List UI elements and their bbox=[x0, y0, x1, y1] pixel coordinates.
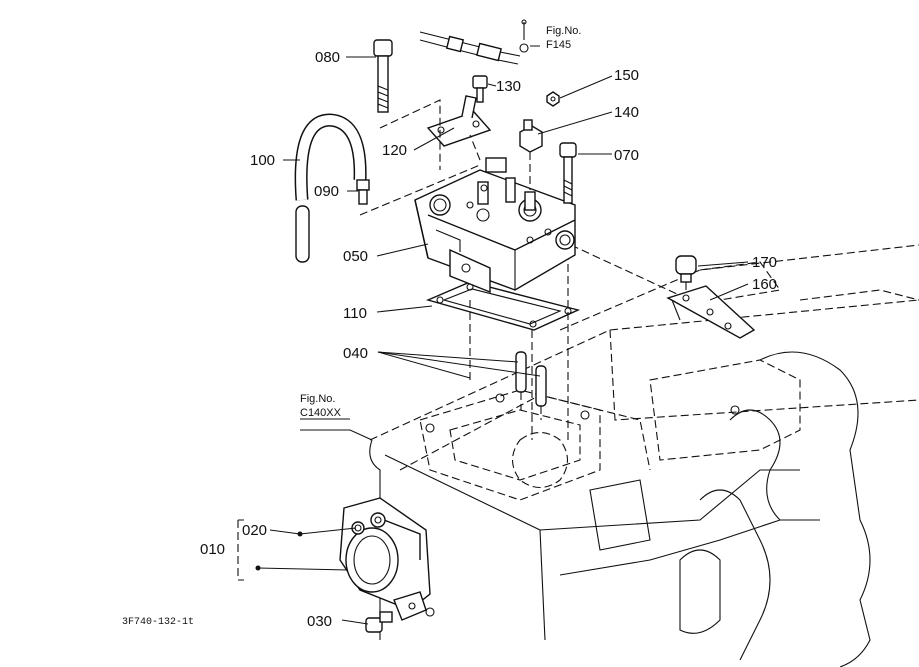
label-070: 070 bbox=[614, 147, 639, 164]
fig-ref-top-line2: F145 bbox=[546, 39, 571, 51]
label-030: 030 bbox=[307, 613, 332, 630]
switch-140 bbox=[519, 119, 543, 190]
label-020: 020 bbox=[242, 522, 267, 539]
label-040: 040 bbox=[343, 345, 368, 362]
pins-040 bbox=[515, 351, 547, 420]
label-150: 150 bbox=[614, 67, 639, 84]
label-050: 050 bbox=[343, 248, 368, 265]
label-110: 110 bbox=[343, 305, 367, 322]
housing-010 bbox=[339, 497, 431, 621]
label-090: 090 bbox=[314, 183, 339, 200]
bolt-070 bbox=[559, 142, 577, 204]
fig-ref-side-line2: C140XX bbox=[300, 407, 342, 419]
label-130: 130 bbox=[496, 78, 521, 95]
fig-ref-top-line1: Fig.No. bbox=[546, 25, 581, 37]
callout-labels: 080 130 150 140 120 100 090 070 050 170 … bbox=[200, 49, 777, 630]
cable-assembly bbox=[419, 19, 529, 65]
label-120: 120 bbox=[382, 142, 407, 159]
bolt-130 bbox=[472, 75, 488, 103]
bolt-030 bbox=[365, 611, 393, 633]
hose-100 bbox=[294, 113, 367, 263]
bolt-080 bbox=[373, 39, 393, 113]
alignment-box bbox=[359, 99, 481, 216]
label-080: 080 bbox=[315, 49, 340, 66]
label-100: 100 bbox=[250, 152, 275, 169]
label-160: 160 bbox=[752, 276, 777, 293]
assembly-lines bbox=[469, 239, 691, 440]
figure-references: Fig.No. F145 Fig.No. C140XX bbox=[300, 25, 581, 420]
fig-ref-side-line1: Fig.No. bbox=[300, 393, 335, 405]
nut-150 bbox=[546, 91, 560, 107]
transmission-housing bbox=[369, 244, 919, 667]
drawing-code: 3F740-132-1t bbox=[122, 617, 194, 628]
label-140: 140 bbox=[614, 104, 639, 121]
gasket-110 bbox=[425, 281, 581, 331]
bracket-120 bbox=[426, 95, 492, 147]
label-170: 170 bbox=[752, 254, 777, 271]
bolt-170 bbox=[675, 255, 697, 298]
leader-lines bbox=[237, 45, 749, 625]
control-valve-050 bbox=[414, 157, 576, 294]
label-010: 010 bbox=[200, 541, 225, 558]
plate-160 bbox=[666, 285, 756, 339]
fitting-090 bbox=[356, 179, 370, 205]
